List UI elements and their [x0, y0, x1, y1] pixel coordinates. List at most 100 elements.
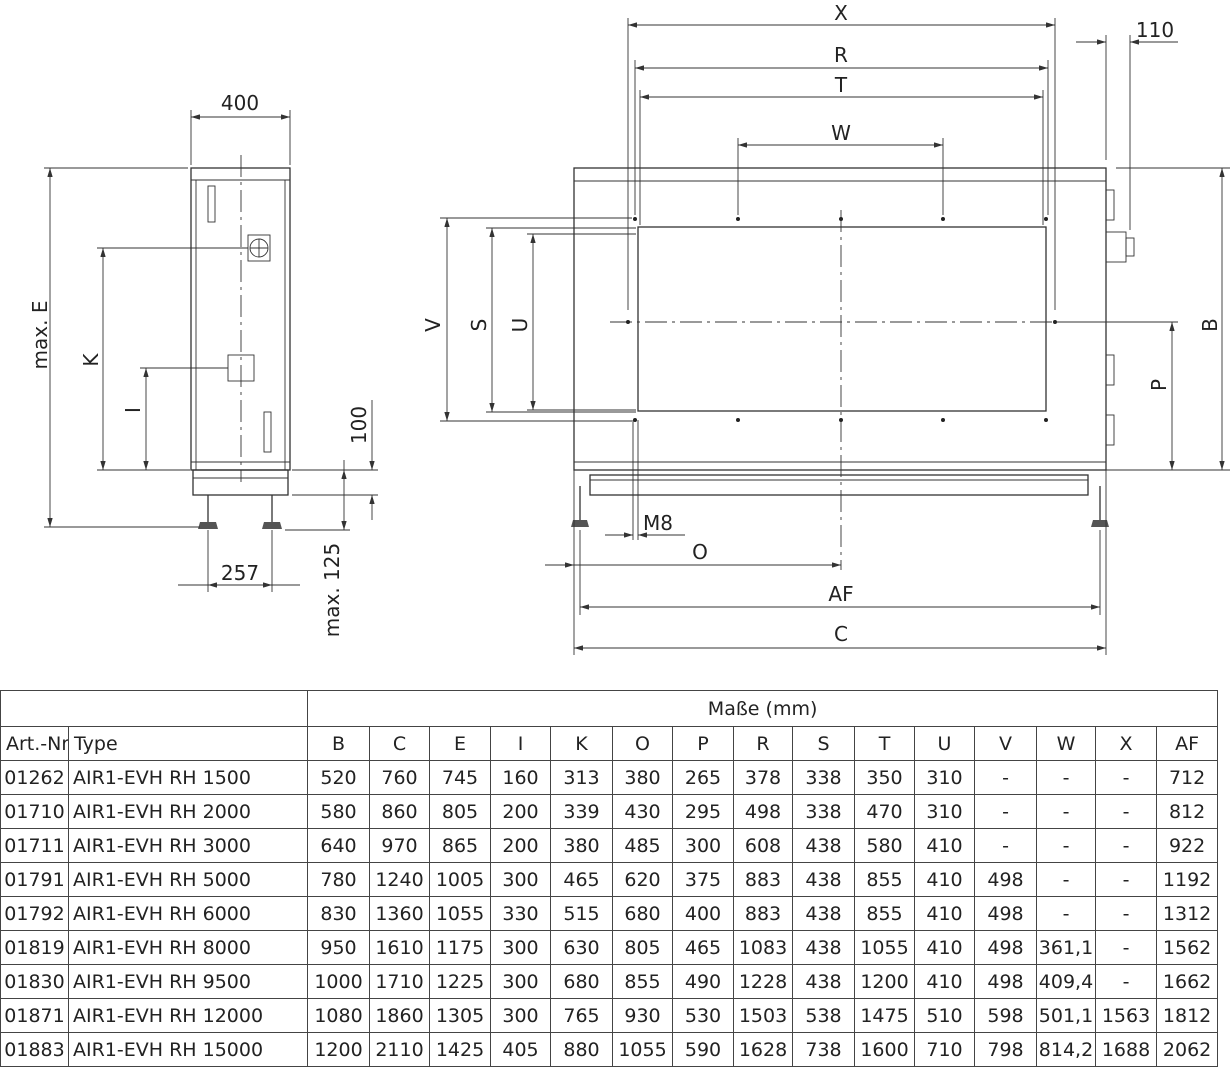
dimension-cell: 501,1	[1036, 998, 1096, 1033]
dimension-cell: 470	[854, 794, 915, 829]
dim-max-125-label: max. 125	[320, 543, 344, 637]
dimension-cell: 410	[914, 964, 975, 999]
dimension-cell: 1175	[429, 930, 491, 965]
column-header: P	[672, 726, 734, 761]
dimension-cell: 1812	[1155, 998, 1219, 1033]
dimension-cell: 2110	[369, 1032, 430, 1067]
dimension-cell: 438	[792, 862, 855, 897]
dimension-cell: 330	[490, 896, 551, 931]
column-header: S	[792, 726, 855, 761]
column-header: Type	[68, 726, 308, 761]
leveling-foot	[262, 495, 282, 529]
dimension-cell: 200	[490, 828, 551, 863]
art-nr-cell: 01830	[0, 964, 69, 999]
dimension-cell: 950	[307, 930, 370, 965]
dimension-cell: -	[1095, 862, 1157, 897]
dimension-cell: 338	[792, 760, 855, 795]
dimension-cell: 855	[854, 862, 915, 897]
column-header: B	[307, 726, 370, 761]
art-nr-cell: 01883	[0, 1032, 69, 1067]
dimension-cell: 1080	[307, 998, 370, 1033]
dimension-cell: 640	[307, 828, 370, 863]
dimension-cell: 883	[733, 862, 793, 897]
dimension-cell: 1503	[733, 998, 793, 1033]
dimension-cell: 590	[672, 1032, 734, 1067]
dim-257-label: 257	[221, 561, 259, 585]
dimension-cell: 498	[733, 794, 793, 829]
dimension-cell: 438	[792, 964, 855, 999]
dimension-cell: 1055	[612, 1032, 673, 1067]
leveling-foot	[1091, 486, 1109, 527]
dimension-cell: 300	[490, 930, 551, 965]
dimension-cell: 1628	[733, 1032, 793, 1067]
type-cell: AIR1-EVH RH 15000	[68, 1032, 308, 1067]
dim-r-label: R	[834, 43, 848, 67]
dimension-cell: 855	[854, 896, 915, 931]
leveling-foot	[198, 495, 218, 529]
dimension-cell: 865	[429, 828, 491, 863]
dimension-cell: 160	[490, 760, 551, 795]
column-header: U	[914, 726, 975, 761]
dimension-cell: 680	[550, 964, 613, 999]
dim-af-label: AF	[828, 582, 853, 606]
type-cell: AIR1-EVH RH 6000	[68, 896, 308, 931]
dimension-cell: -	[1095, 896, 1157, 931]
dimension-cell: -	[1095, 794, 1157, 829]
dim-b-label: B	[1198, 318, 1222, 332]
dim-s-label: S	[467, 319, 491, 332]
dimension-cell: 1610	[369, 930, 430, 965]
dimension-cell: -	[1095, 828, 1157, 863]
dimension-cell: 430	[612, 794, 673, 829]
dimension-cell: 339	[550, 794, 613, 829]
dimension-cell: 438	[792, 930, 855, 965]
dimension-cell: -	[1036, 794, 1096, 829]
dim-t-label: T	[834, 73, 848, 97]
dimension-cell: -	[1036, 760, 1096, 795]
dim-p-label: P	[1147, 379, 1171, 391]
dimension-cell: 410	[914, 828, 975, 863]
art-nr-cell: 01819	[0, 930, 69, 965]
dimension-cell: -	[974, 828, 1037, 863]
dim-v-label: V	[421, 318, 445, 332]
dimension-cell: 410	[914, 930, 975, 965]
dim-c-label: C	[834, 622, 848, 646]
dimension-cell: -	[1095, 760, 1157, 795]
dimension-cell: 745	[429, 760, 491, 795]
dimension-cell: 1200	[854, 964, 915, 999]
dimension-cell: 805	[612, 930, 673, 965]
dimension-cell: 438	[792, 828, 855, 863]
column-header: Art.-Nr.	[0, 726, 69, 761]
column-header: I	[490, 726, 551, 761]
dimension-cell: 580	[854, 828, 915, 863]
dimension-cell: 498	[974, 964, 1037, 999]
column-header: T	[854, 726, 915, 761]
front-view: X R T W 110 V S U B P	[421, 1, 1230, 655]
type-cell: AIR1-EVH RH 1500	[68, 760, 308, 795]
dimension-cell: 498	[974, 896, 1037, 931]
dimension-cell: -	[1095, 930, 1157, 965]
dimension-cell: 498	[974, 930, 1037, 965]
dimension-cell: 1200	[307, 1032, 370, 1067]
dimension-cell: 465	[672, 930, 734, 965]
dimension-cell: 380	[612, 760, 673, 795]
dimension-cell: 580	[307, 794, 370, 829]
dimension-cell: 1662	[1155, 964, 1219, 999]
leveling-foot	[571, 486, 589, 527]
dimension-cell: 510	[914, 998, 975, 1033]
dimension-cell: 410	[914, 896, 975, 931]
table-header-blank	[0, 690, 308, 727]
dimension-cell: 710	[914, 1032, 975, 1067]
dimension-cell: 438	[792, 896, 855, 931]
dimension-cell: 1000	[307, 964, 370, 999]
column-header: K	[550, 726, 613, 761]
dim-w-label: W	[831, 121, 851, 145]
dimension-cell: 738	[792, 1032, 855, 1067]
dim-i-label: I	[121, 407, 145, 413]
